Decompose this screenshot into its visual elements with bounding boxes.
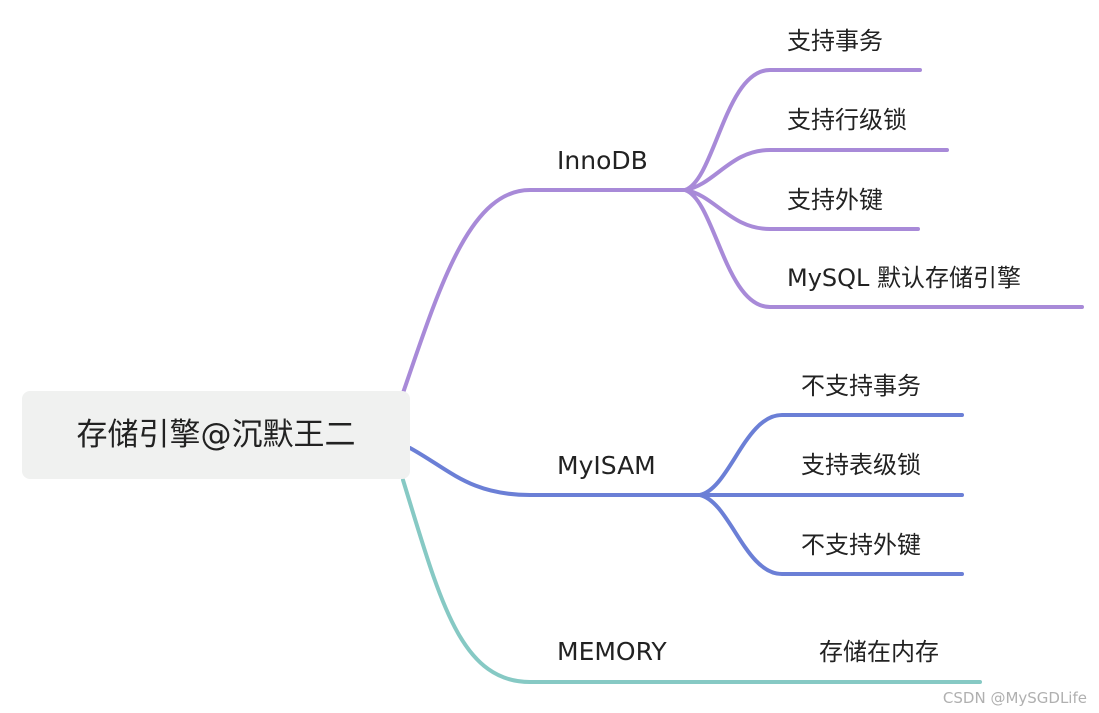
connector-root-myisam [408,446,702,497]
leaf-innodb-foreign-key[interactable]: 支持外键 [787,186,883,214]
branch-label-innodb[interactable]: InnoDB [557,146,648,175]
connector-myisam-child-3 [698,493,964,576]
connector-innodb-child-1 [683,68,922,192]
connector-root-innodb [401,188,687,395]
watermark: CSDN @MySGDLife [942,689,1087,707]
connector-myisam-child-1 [698,413,964,497]
leaf-innodb-default-engine[interactable]: MySQL 默认存储引擎 [787,264,1022,292]
branch-label-myisam[interactable]: MyISAM [557,451,656,480]
root-node[interactable] [22,391,410,479]
leaf-innodb-transactions[interactable]: 支持事务 [787,27,883,55]
connector-innodb-child-2 [683,148,949,192]
branch-label-memory[interactable]: MEMORY [557,637,667,666]
leaf-memory-in-memory[interactable]: 存储在内存 [819,638,939,666]
leaf-innodb-row-lock[interactable]: 支持行级锁 [787,106,907,134]
leaf-myisam-no-transactions[interactable]: 不支持事务 [801,372,921,400]
connector-innodb-child-4 [683,188,1084,309]
root-node-label: 存储引擎@沉默王二 [76,417,356,453]
connector-root-memory [401,478,982,684]
connector-innodb-child-3 [683,188,920,231]
leaf-myisam-table-lock[interactable]: 支持表级锁 [801,451,921,479]
leaf-myisam-no-foreign-key[interactable]: 不支持外键 [801,531,921,559]
